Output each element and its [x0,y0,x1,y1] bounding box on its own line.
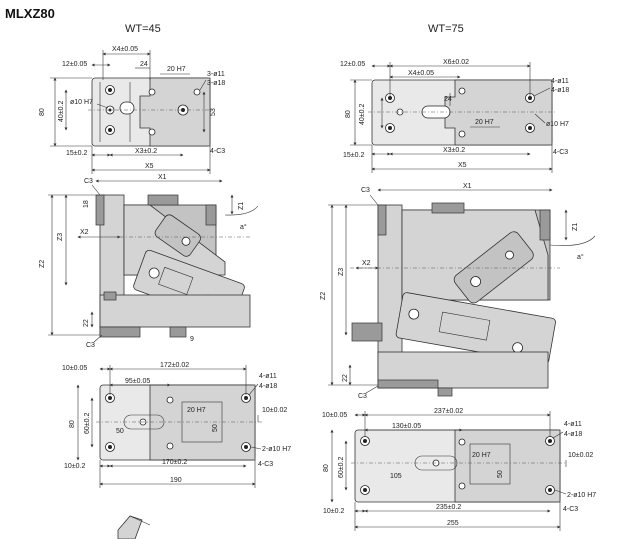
dim-10-bottom: 10±0.2 [64,463,85,470]
dim-53: 53 [210,108,217,116]
dim-2-d10h7-wt75: 2-ø10 H7 [567,492,596,499]
dim-24: 24 [140,61,148,68]
dim-z2: Z2 [39,260,46,268]
dim-z1: Z1 [238,202,245,210]
dim-80-bottom: 80 [69,420,76,428]
dim-15: 15±0.2 [66,150,87,157]
dim-c3-top-wt75: C3 [361,187,370,194]
dim-x1: X1 [158,174,167,181]
dim-10-top-wt75: 10±0.05 [322,412,347,419]
dim-22: 22 [83,319,90,327]
dim-50-b: 50 [212,424,219,432]
wt75-label: WT=75 [428,23,464,35]
dim-x4: X4±0.05 [112,46,138,53]
dim-x4-wt75: X4±0.05 [408,70,434,77]
dim-c3-bottom: C3 [86,342,95,349]
dim-10-right: 10±0.02 [262,407,287,414]
iso-symbol [117,515,151,539]
dim-4-d18: 4-ø18 [259,383,277,390]
dim-x5: X5 [145,163,154,170]
dim-4c3-bottom-wt75: 4-C3 [563,506,578,513]
dim-x3-wt75: X3±0.2 [443,147,465,154]
dim-10-top: 10±0.05 [62,365,87,372]
dim-105: 105 [390,473,402,480]
dim-3-d11: 3-ø11 [207,71,225,78]
dim-190: 190 [170,477,182,484]
dim-z1-wt75: Z1 [572,223,579,231]
dim-60: 60±0.2 [84,413,91,434]
dim-3-d18: 3-ø18 [207,80,225,87]
dim-12-wt75: 12±0.05 [340,61,365,68]
drawing-title: MLXZ80 [5,6,55,21]
dim-170: 170±0.2 [162,459,187,466]
dim-20h7: 20 H7 [167,66,186,73]
dim-z3: Z3 [57,233,64,241]
dim-20h7-wt75: 20 H7 [475,119,494,126]
wt45-top-view: X4±0.05 12±0.05 24 20 H7 3-ø11 3-ø18 80 … [39,46,225,174]
dim-20h7-bottom: 20 H7 [187,407,206,414]
dim-80: 80 [39,108,46,116]
dim-4-d11-bottom-wt75: 4-ø11 [564,421,582,428]
dim-c3-top: C3 [84,178,93,185]
dim-12: 12±0.05 [62,61,87,68]
dim-130: 130±0.05 [392,423,421,430]
dim-235: 235±0.2 [436,504,461,511]
dim-d10h7: ø10 H7 [70,99,93,106]
dim-4-d11: 4-ø11 [259,373,277,380]
dim-x1-wt75: X1 [463,183,472,190]
dim-50-wt75: 50 [497,470,504,478]
dim-95: 95±0.05 [125,378,150,385]
dim-2-d10h7: 2-ø10 H7 [262,446,291,453]
dim-50-a: 50 [116,428,124,435]
wt75-bottom-view: 10±0.05 237±0.02 130±0.05 4-ø11 4-ø18 10… [322,408,596,531]
dim-10-bottom-wt75: 10±0.2 [323,508,344,515]
dim-z3-wt75: Z3 [338,268,345,276]
dim-40-wt75: 40±0.2 [359,104,366,125]
dim-80-wt75: 80 [345,110,352,118]
dim-40: 40±0.2 [58,101,65,122]
dim-15-wt75: 15±0.2 [343,152,364,159]
wt45-bottom-view: 10±0.05 172±0.02 95±0.05 4-ø11 4-ø18 80 … [62,362,291,488]
dim-4-d18-wt75: 4-ø18 [551,87,569,94]
dim-237: 237±0.02 [434,408,463,415]
wt45-label: WT=45 [125,23,161,35]
dim-172: 172±0.02 [160,362,189,369]
dim-x5-wt75: X5 [458,162,467,169]
dim-4c3-bottom: 4-C3 [258,461,273,468]
dim-20h7-bottom-wt75: 20 H7 [472,452,491,459]
dim-18: 18 [83,200,90,208]
dim-x2: X2 [80,229,89,236]
dim-x2-wt75: X2 [362,260,371,267]
dim-c3-bottom-wt75: C3 [358,393,367,400]
dim-4-d18-bottom-wt75: 4-ø18 [564,431,582,438]
dim-80-bottom-wt75: 80 [323,464,330,472]
dim-255: 255 [447,520,459,527]
dim-angle: a° [240,223,247,231]
dim-z2-wt75: Z2 [320,292,327,300]
dim-10-right-wt75: 10±0.02 [568,452,593,459]
dim-24-wt75: 24 [444,96,452,103]
wt75-side-view: X1 C3 Z2 Z3 X2 Z1 a° 22 C3 [320,183,596,400]
dim-4c3-wt75: 4-C3 [553,149,568,156]
wt45-side-view: X1 C3 18 Z2 Z3 X2 Z1 a° 22 C3 9 [39,174,259,349]
dim-x6: X6±0.02 [443,59,469,66]
dim-4-d11-wt75: 4-ø11 [551,78,569,85]
wt75-top-view: 12±0.05 X6±0.02 X4±0.05 4-ø11 4-ø18 80 4… [340,59,569,173]
dim-angle-wt75: a° [577,253,584,261]
dim-60-wt75: 60±0.2 [338,457,345,478]
dim-4c3: 4-C3 [210,148,225,155]
dim-22-wt75: 22 [342,374,349,382]
dim-x3: X3±0.2 [135,148,157,155]
dim-d10h7-wt75: ø10 H7 [546,121,569,128]
dim-9: 9 [190,336,194,343]
